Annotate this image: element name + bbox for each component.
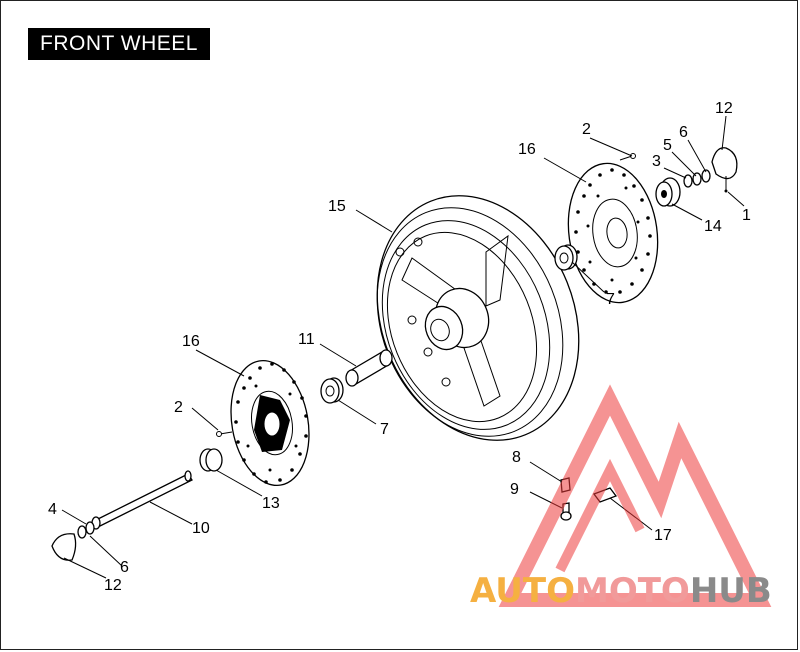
callout-labels: 12 1 2 3 5 6 16 14 7 15 11 16 2 7 13 10 … <box>48 100 751 594</box>
callout-12-left: 12 <box>104 577 122 594</box>
left-brake-disc <box>230 359 310 487</box>
callout-12-right: 12 <box>715 100 733 117</box>
watermark-inner-mark-icon <box>555 458 645 573</box>
page-title: FRONT WHEEL <box>28 28 210 60</box>
callout-2-left: 2 <box>174 399 183 416</box>
bearing-spacer <box>345 349 393 387</box>
callout-3: 3 <box>652 153 661 170</box>
axle-spacer-left <box>199 448 223 472</box>
right-brake-disc <box>567 162 659 304</box>
svg-text:AUTOMOTOHUB: AUTOMOTOHUB <box>470 571 772 611</box>
watermark-logo <box>498 384 772 607</box>
washer-left <box>85 521 95 535</box>
disc-bolt-left <box>219 431 233 435</box>
disc-bolt-right <box>619 155 633 161</box>
callout-7-left: 7 <box>380 421 389 438</box>
wheel-bearing-right <box>554 244 578 271</box>
watermark-moto: MOTO <box>575 571 690 611</box>
nut-left <box>77 525 87 539</box>
callout-16-right: 16 <box>518 141 536 158</box>
callout-10: 10 <box>192 520 210 537</box>
nut-right <box>701 169 711 183</box>
callout-16-left: 16 <box>182 333 200 350</box>
callout-9: 9 <box>510 481 519 498</box>
callout-13: 13 <box>262 495 280 512</box>
callout-11: 11 <box>298 331 315 348</box>
axle-spacer-right <box>655 177 681 207</box>
callout-17: 17 <box>654 527 672 544</box>
wheel-bearing-left <box>320 377 344 404</box>
front-wheel-rim <box>376 195 580 441</box>
watermark-auto: AUTO <box>470 571 575 611</box>
axle-cap-right <box>711 147 738 180</box>
callout-5: 5 <box>663 137 672 154</box>
callout-2-right: 2 <box>582 121 591 138</box>
callout-15: 15 <box>328 198 346 215</box>
set-screw-tip <box>724 189 728 193</box>
disc-bolt-right-head <box>630 153 636 159</box>
disc-bolt-left-head <box>216 431 222 437</box>
lock-washer-right <box>683 174 693 188</box>
callout-8: 8 <box>512 449 521 466</box>
watermark-hub: HUB <box>690 571 772 611</box>
callout-1: 1 <box>742 207 751 224</box>
watermark-triangle-icon <box>498 384 772 607</box>
callout-4: 4 <box>48 501 57 518</box>
callout-14: 14 <box>704 218 722 235</box>
axle-cap-left <box>51 533 77 561</box>
watermark-text: AUTOMOTOHUB <box>470 571 772 611</box>
callout-6-left: 6 <box>120 559 129 576</box>
callout-6-right: 6 <box>679 124 688 141</box>
front-axle <box>91 470 193 530</box>
callout-7-right: 7 <box>606 291 615 308</box>
washer-right <box>692 172 702 186</box>
